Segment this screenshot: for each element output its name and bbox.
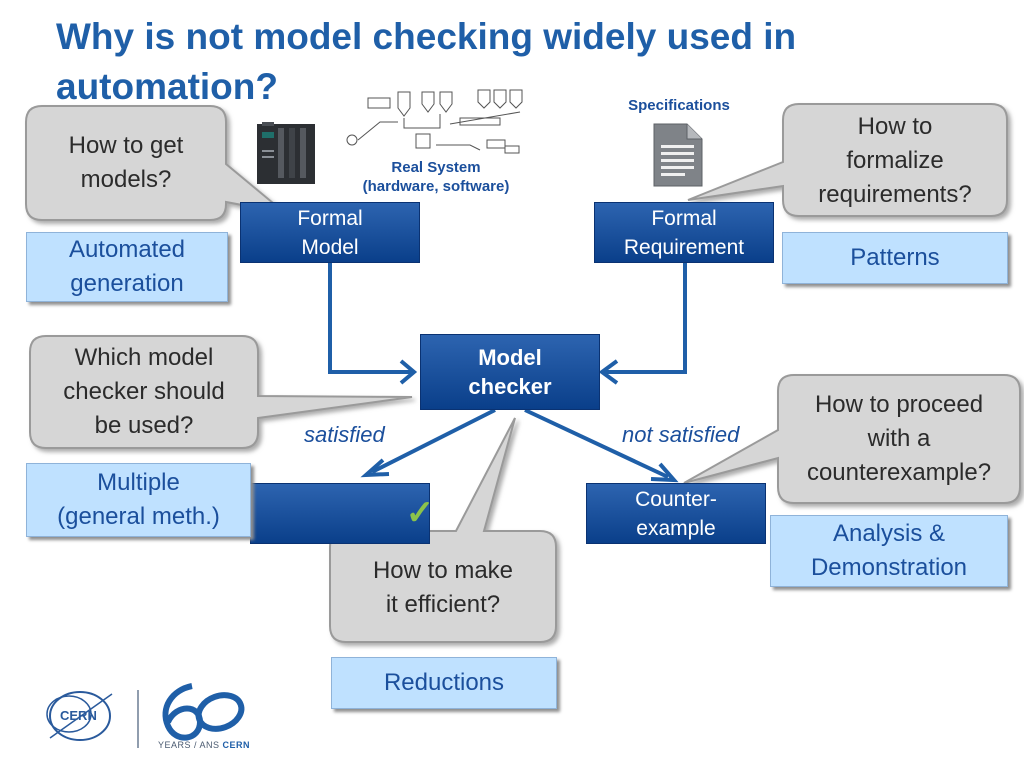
arrowhead-satisfied bbox=[360, 458, 390, 478]
process-schematic-icon bbox=[346, 89, 523, 154]
question-get-models: How to get models? bbox=[68, 132, 184, 193]
satisfied-result-box: ✓ bbox=[250, 483, 434, 544]
check-icon: ✓ bbox=[405, 494, 435, 532]
answer-reductions: Reductions bbox=[331, 657, 557, 709]
model-checker-box: Model checker bbox=[420, 334, 600, 410]
bubble-get-models bbox=[25, 105, 289, 221]
question-efficient: How to make it efficient? bbox=[372, 557, 514, 618]
cern-logo bbox=[46, 691, 113, 741]
bubble-formalize bbox=[687, 103, 1008, 217]
answer-multiple: Multiple (general meth.) bbox=[26, 463, 251, 537]
edge-label-satisfied: satisfied bbox=[304, 422, 385, 447]
edge-label-not-satisfied: not satisfied bbox=[622, 422, 740, 447]
arrowhead-counterexample bbox=[650, 462, 679, 483]
plc-hardware-icon bbox=[257, 122, 315, 184]
real-system-label: Real System (hardware, software) bbox=[362, 159, 510, 195]
answer-automated-generation: Automated generation bbox=[26, 232, 228, 302]
arrow-checker-to-counterexample bbox=[524, 408, 669, 479]
arrow-checker-to-satisfied bbox=[371, 408, 496, 474]
arrow-requirement-to-checker bbox=[604, 262, 687, 374]
answer-patterns: Patterns bbox=[782, 232, 1008, 284]
question-proceed: How to proceed with a counterexample? bbox=[806, 391, 992, 486]
document-icon bbox=[653, 123, 703, 187]
bubble-proceed bbox=[683, 374, 1021, 504]
arrow-model-to-checker bbox=[328, 262, 412, 374]
formal-model-box: Formal Model bbox=[240, 202, 420, 263]
arrowhead-model bbox=[399, 359, 418, 385]
page-title: Why is not model checking widely used in… bbox=[56, 16, 797, 107]
counterexample-box: Counter- example bbox=[586, 483, 766, 544]
connector-arrows bbox=[328, 262, 687, 483]
answer-analysis: Analysis & Demonstration bbox=[770, 515, 1008, 587]
formal-requirement-box: Formal Requirement bbox=[594, 202, 774, 263]
specifications-label: Specifications bbox=[628, 97, 730, 114]
arrowhead-requirement bbox=[598, 359, 619, 385]
cern-logo-text: CERN bbox=[60, 708, 97, 723]
sixty-years-logo bbox=[162, 683, 245, 741]
sixty-years-caption: YEARS / ANS CERN bbox=[158, 740, 251, 750]
question-which-checker: Which model checker should be used? bbox=[63, 344, 225, 439]
bubble-which-checker bbox=[29, 335, 413, 449]
question-formalize: How to formalize requirements? bbox=[818, 113, 972, 208]
